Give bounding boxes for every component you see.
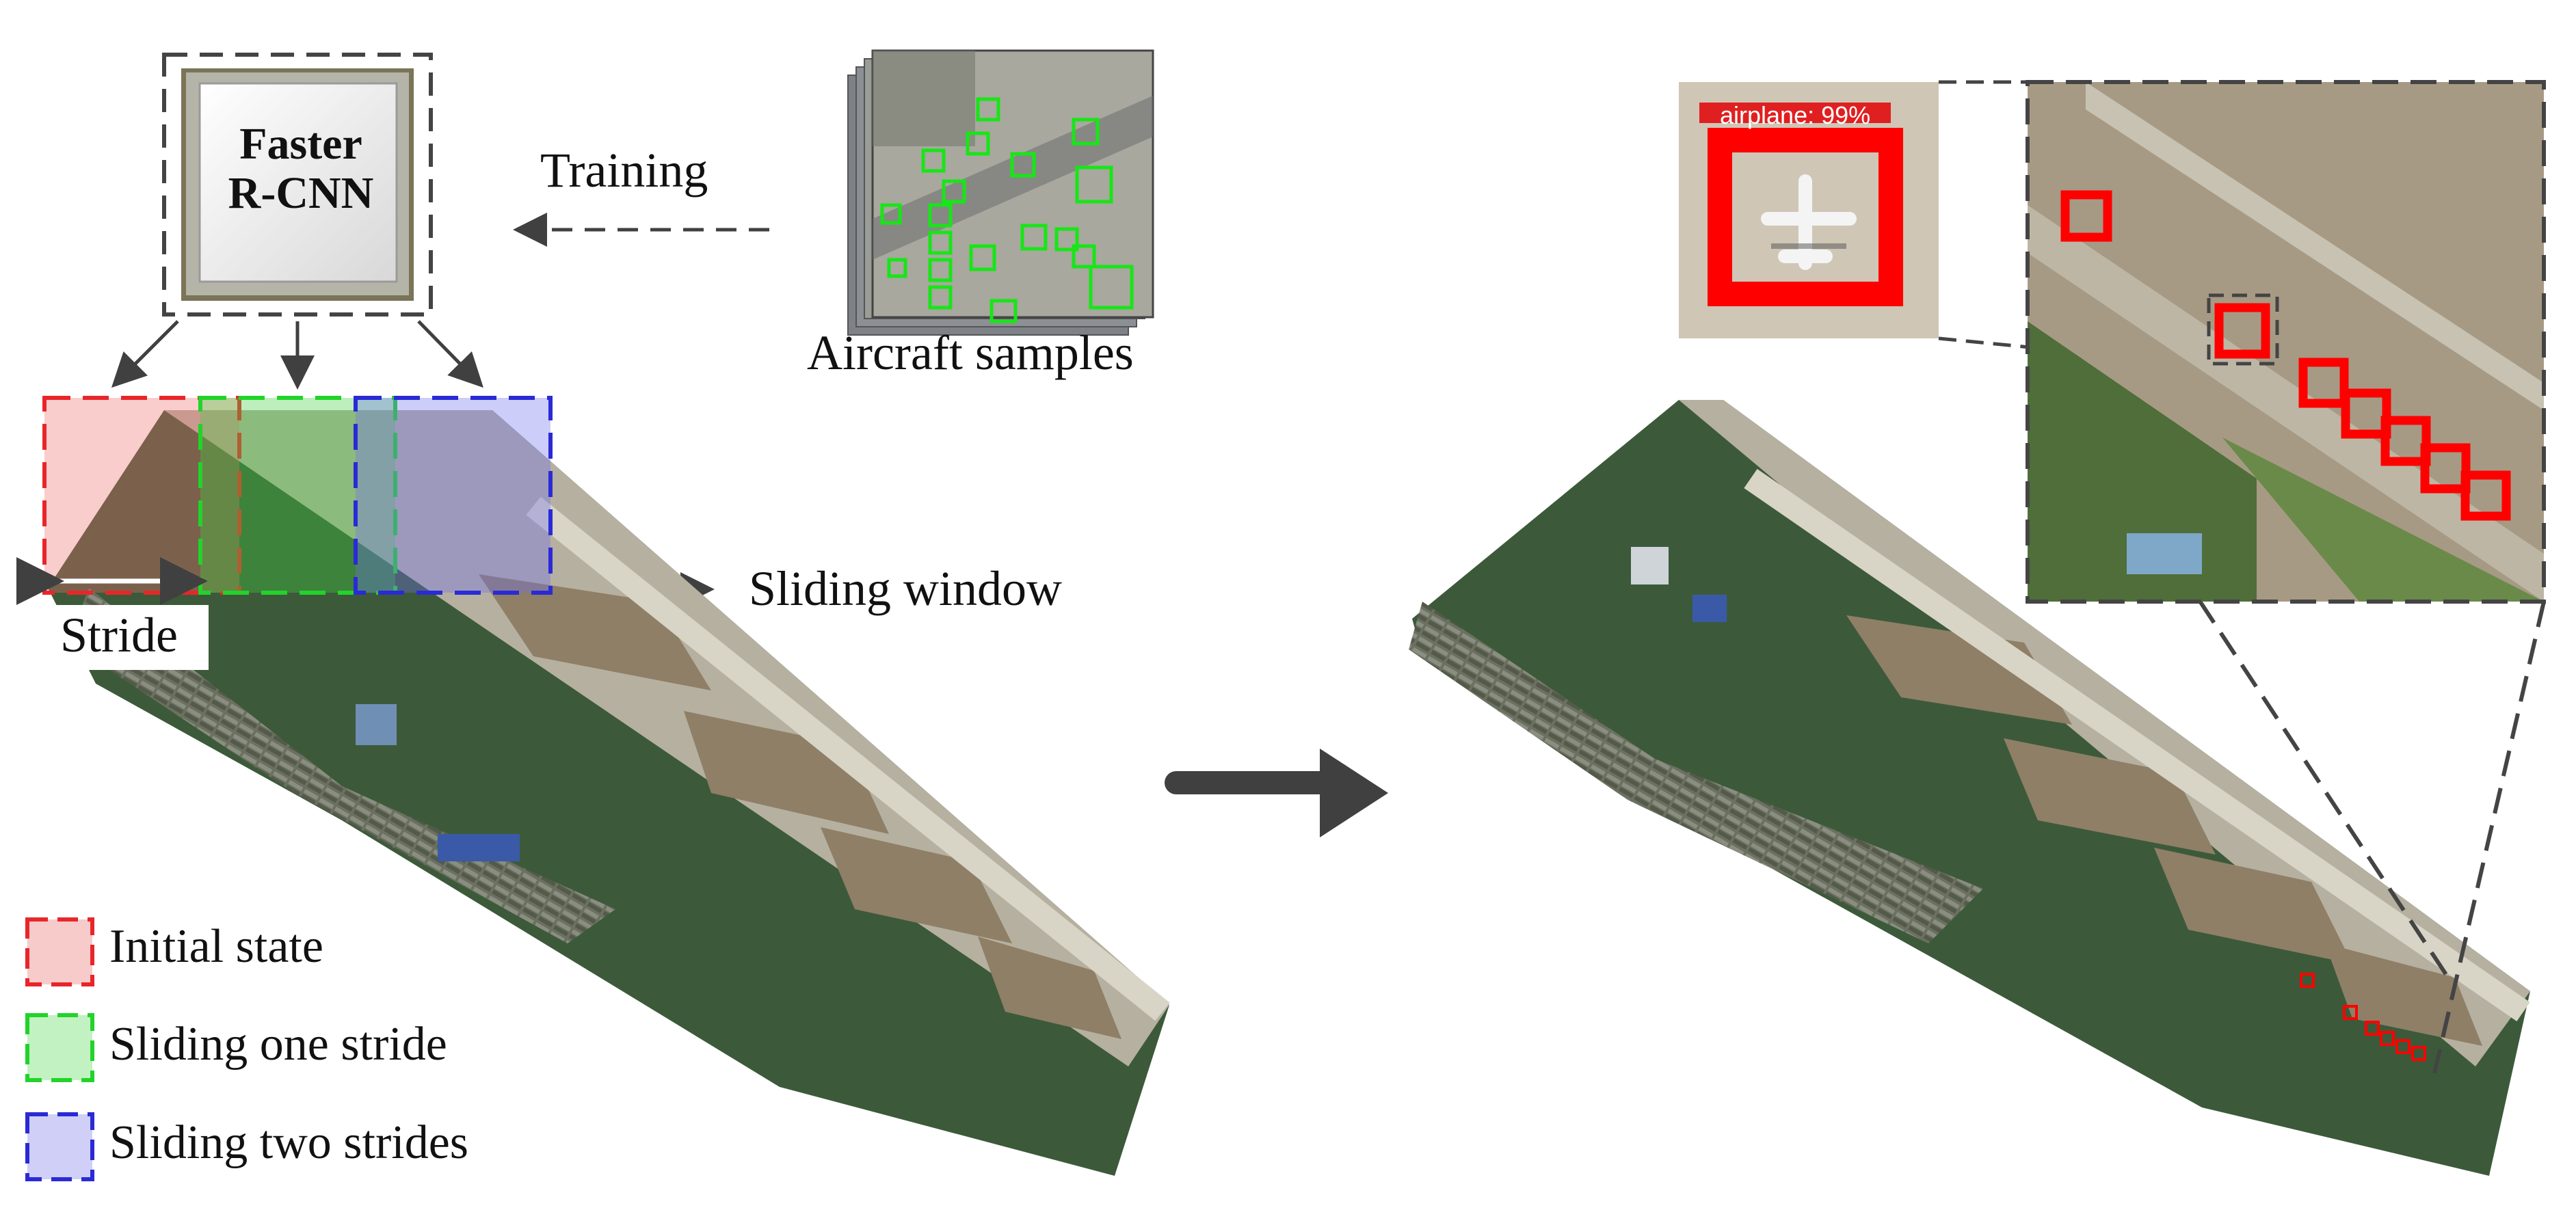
sliding-window-two-strides	[354, 396, 553, 595]
legend-swatch-two-strides	[25, 1112, 94, 1181]
zoom-line-right	[2432, 601, 2546, 1074]
zoom-selection-box	[2207, 293, 2279, 366]
training-label: Training	[540, 143, 708, 198]
model-to-window-arrow-left	[111, 320, 179, 388]
aircraft-sample-stack	[847, 49, 1154, 336]
detection-detail-panel	[1679, 82, 1939, 338]
zoom-panel	[2026, 80, 2546, 604]
legend-label-two-strides: Sliding two strides	[109, 1116, 469, 1169]
sliding-window-label: Sliding window	[749, 561, 1063, 616]
stride-label: Stride	[60, 608, 178, 662]
result-arrow	[1165, 749, 1388, 837]
detections-zoomed	[2060, 190, 2511, 521]
detection-label-bg	[1699, 103, 1891, 123]
detection-confidence-label: airplane: 99%	[1720, 101, 1871, 129]
model-to-window-arrow-right	[417, 320, 483, 388]
legend-swatch-one-stride	[25, 1013, 94, 1082]
detections-overview	[2300, 973, 2426, 1061]
sliding-window-one-stride	[198, 396, 397, 595]
airport-satellite-image-output	[1409, 400, 2530, 1176]
legend-label-one-stride: Sliding one stride	[109, 1018, 447, 1071]
stride-label-bg	[51, 605, 209, 670]
faster-rcnn-model	[162, 53, 433, 317]
airport-satellite-image-input	[48, 410, 1170, 1176]
legend-label-initial: Initial state	[109, 920, 323, 973]
aircraft-samples-label: Aircraft samples	[807, 325, 1134, 380]
model-title-line2: R-CNN	[228, 168, 374, 218]
model-title-line1: Faster	[239, 119, 362, 169]
model-title: Faster R-CNN	[202, 120, 400, 218]
legend-swatch-initial	[25, 917, 94, 986]
